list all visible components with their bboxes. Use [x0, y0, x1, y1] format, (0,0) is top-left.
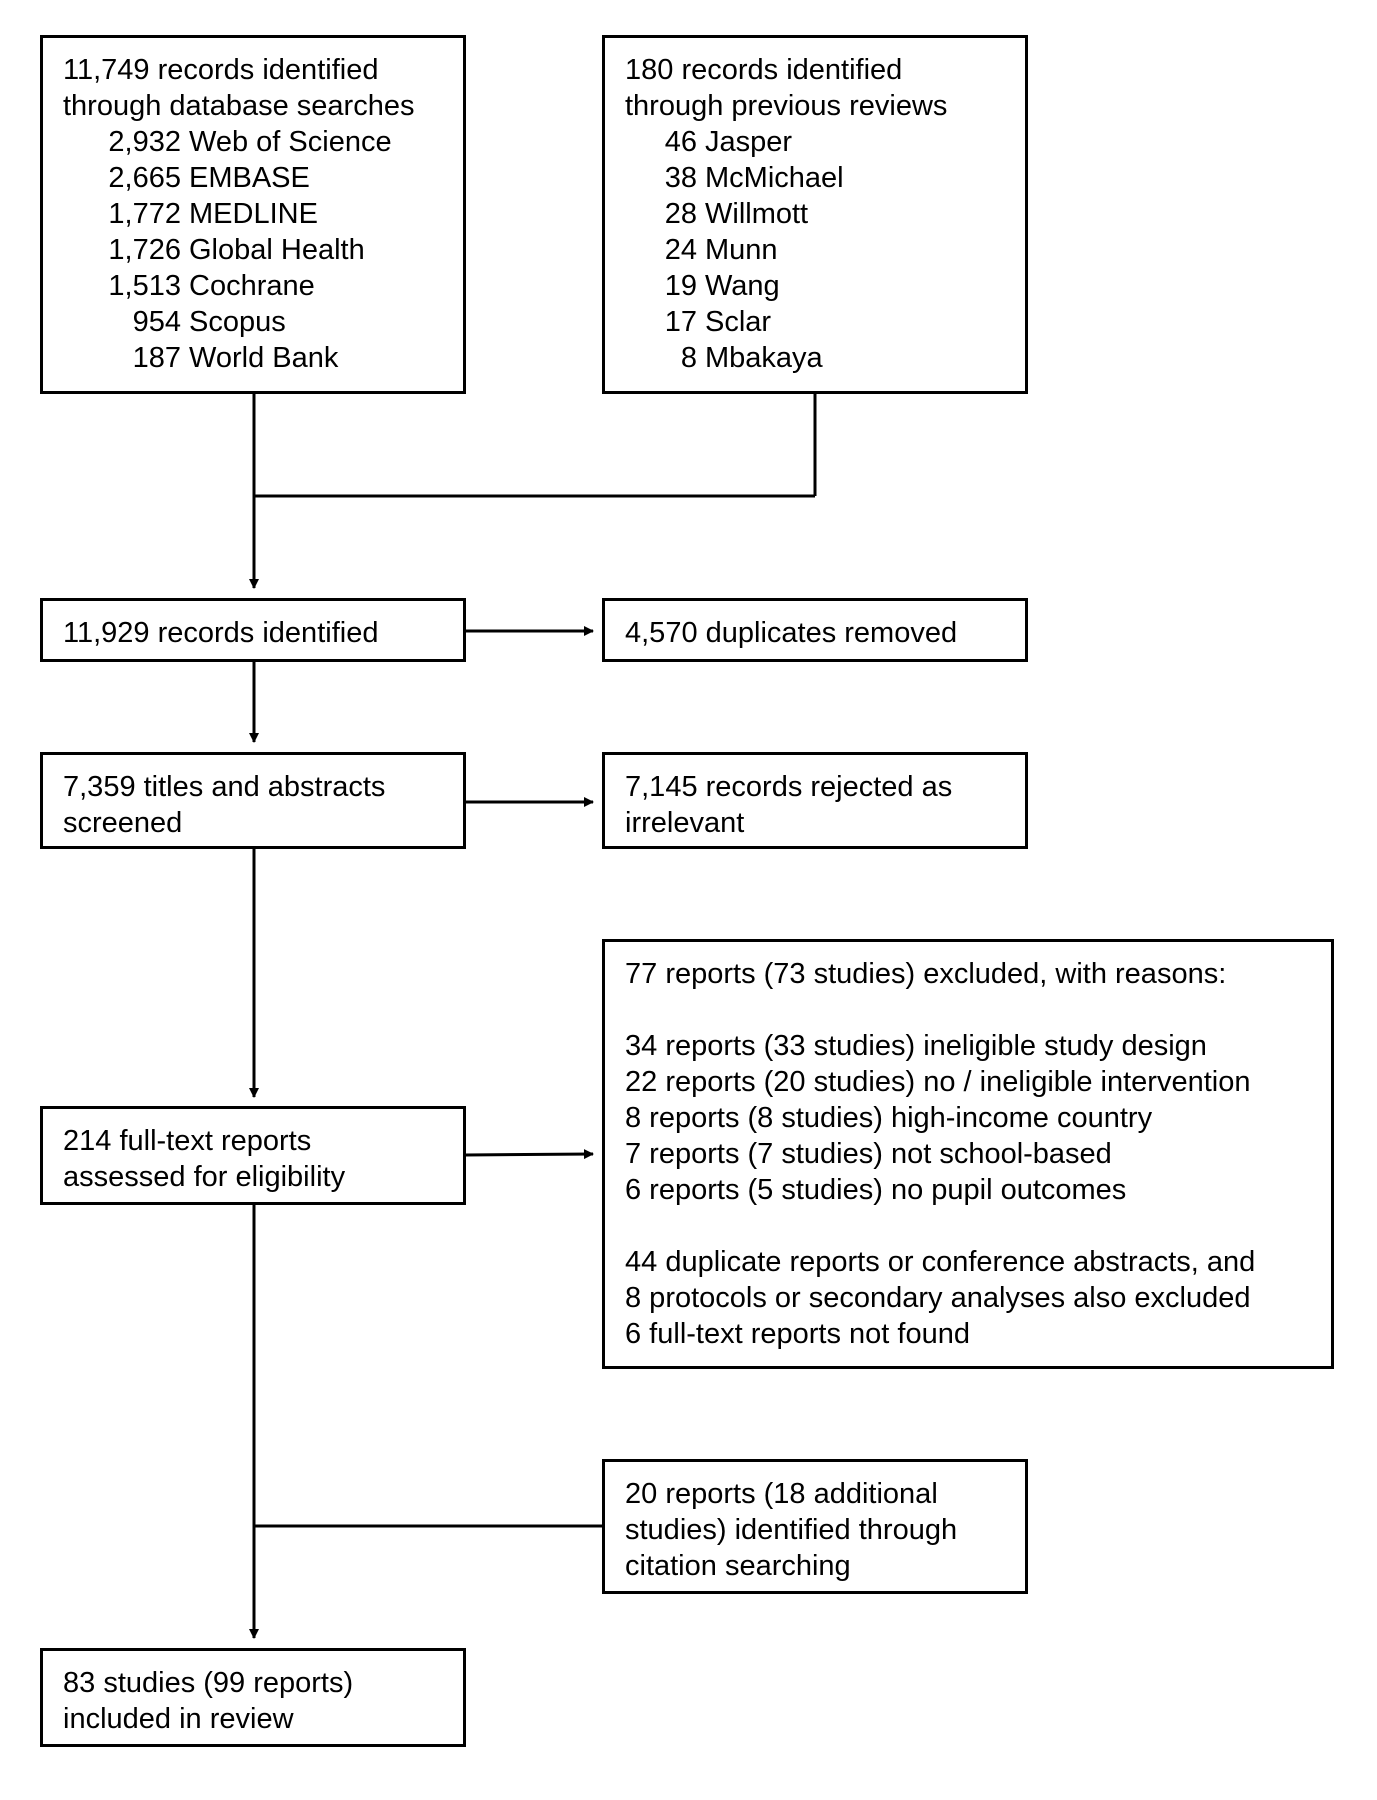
records-identified-text: 11,929 records identified — [63, 617, 379, 649]
source-count: 17 — [664, 306, 697, 338]
database-search-box: 11,749 records identified through databa… — [40, 35, 466, 394]
other-exclusion: 44 duplicate reports or conference abstr… — [625, 1246, 1256, 1278]
exclusion-reason: 34 reports (33 studies) ineligible study… — [625, 1030, 1207, 1062]
other-exclusion: 6 full-text reports not found — [625, 1318, 970, 1350]
screened-box: 7,359 titles and abstracts screened — [40, 752, 466, 849]
source-count: 38 — [664, 162, 697, 194]
source-count: 187 — [132, 342, 181, 374]
arrow-to-excluded — [464, 1149, 594, 1160]
previous-reviews-box: 180 records identified through previous … — [602, 35, 1028, 394]
spacer — [625, 1208, 1311, 1244]
source-count: 1,772 — [108, 198, 181, 230]
included-text-line: included in review — [63, 1703, 294, 1735]
source-name: Cochrane — [189, 270, 315, 302]
source-name: Mbakaya — [705, 342, 823, 374]
screened-text-line: screened — [63, 807, 183, 839]
source-name: EMBASE — [189, 162, 310, 194]
source-count: 46 — [664, 126, 697, 158]
fulltext-assessed-box: 214 full-text reports assessed for eligi… — [40, 1106, 466, 1205]
source-name: Willmott — [705, 198, 809, 230]
previous-reviews-heading-line: 180 records identified — [625, 54, 903, 86]
included-text-line: 83 studies (99 reports) — [63, 1667, 354, 1699]
duplicates-removed-text: 4,570 duplicates removed — [625, 617, 958, 649]
source-name: Web of Science — [189, 126, 392, 158]
citation-text-line: citation searching — [625, 1550, 851, 1582]
previous-reviews-heading-line: through previous reviews — [625, 90, 948, 122]
other-exclusion: 8 protocols or secondary analyses also e… — [625, 1282, 1251, 1314]
source-name: Jasper — [705, 126, 793, 158]
rejected-text-line: irrelevant — [625, 807, 745, 839]
source-name: Wang — [705, 270, 780, 302]
spacer — [625, 992, 1311, 1028]
database-search-heading-line: 11,749 records identified — [63, 54, 379, 86]
source-name: Global Health — [189, 234, 365, 266]
source-name: McMichael — [705, 162, 844, 194]
source-name: Sclar — [705, 306, 772, 338]
fulltext-text-line: 214 full-text reports — [63, 1125, 312, 1157]
rejected-text-line: 7,145 records rejected as — [625, 771, 953, 803]
source-count: 8 — [680, 342, 697, 374]
citation-searching-box: 20 reports (18 additional studies) ident… — [602, 1459, 1028, 1594]
source-count: 954 — [132, 306, 181, 338]
excluded-heading: 77 reports (73 studies) excluded, with r… — [625, 958, 1227, 990]
source-count: 2,665 — [108, 162, 181, 194]
citation-text-line: 20 reports (18 additional — [625, 1478, 938, 1510]
database-search-heading-line: through database searches — [63, 90, 415, 122]
source-name: Scopus — [189, 306, 286, 338]
exclusion-reason: 6 reports (5 studies) no pupil outcomes — [625, 1174, 1127, 1206]
source-count: 1,513 — [108, 270, 181, 302]
source-name: MEDLINE — [189, 198, 318, 230]
source-count: 19 — [664, 270, 697, 302]
source-name: Munn — [705, 234, 778, 266]
source-name: World Bank — [189, 342, 339, 374]
included-studies-box: 83 studies (99 reports) included in revi… — [40, 1648, 466, 1747]
rejected-box: 7,145 records rejected as irrelevant — [602, 752, 1028, 849]
records-identified-box: 11,929 records identified — [40, 598, 466, 662]
exclusion-reason: 22 reports (20 studies) no / ineligible … — [625, 1066, 1251, 1098]
screened-text-line: 7,359 titles and abstracts — [63, 771, 386, 803]
exclusion-reason: 8 reports (8 studies) high-income countr… — [625, 1102, 1153, 1134]
source-count: 1,726 — [108, 234, 181, 266]
source-count: 28 — [664, 198, 697, 230]
excluded-reasons-box: 77 reports (73 studies) excluded, with r… — [602, 939, 1334, 1369]
source-count: 2,932 — [108, 126, 181, 158]
fulltext-text-line: assessed for eligibility — [63, 1161, 346, 1193]
source-count: 24 — [664, 234, 697, 266]
exclusion-reason: 7 reports (7 studies) not school-based — [625, 1138, 1112, 1170]
citation-text-line: studies) identified through — [625, 1514, 958, 1546]
duplicates-removed-box: 4,570 duplicates removed — [602, 598, 1028, 662]
